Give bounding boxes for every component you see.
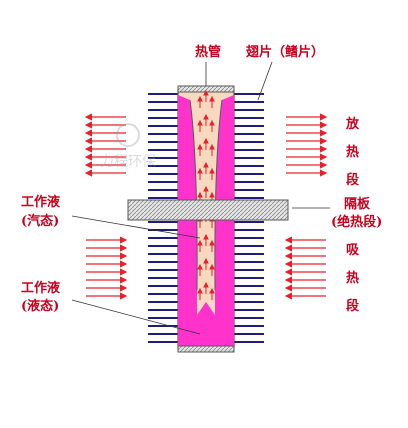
working-fluid-vapor-label: 工作液 [21,195,61,210]
arrow-up-icon-head [209,119,215,126]
arrow-up-icon-head [203,89,209,96]
arrow-up-icon-head [197,143,203,150]
arrow-up-icon-head [209,95,215,102]
vapor-flow-arrows [197,89,215,300]
arrow-up-icon-head [203,257,209,264]
arrow-up-icon-head [203,137,209,144]
arrow-up-icon-head [209,143,215,150]
arrow-up-icon-head [203,161,209,168]
arrow-up-icon-head [197,239,203,246]
adiabatic-section-label: (绝热段) [331,215,383,230]
fins [148,93,264,343]
arrow-up-icon-head [197,95,203,102]
arrow-up-icon-head [203,185,209,192]
partition-label: 隔板 [344,197,371,212]
arrow-up-icon-head [209,191,215,198]
arrow-up-icon-head [203,113,209,120]
arrow-up-icon-head [203,281,209,288]
leader-lines [71,61,330,335]
arrow-up-icon-head [197,263,203,270]
arrow-up-icon-head [197,191,203,198]
liquid-state-label: (液态) [21,299,60,314]
arrow-up-icon-head [209,287,215,294]
heat-release-section-label: 放 热 段 [346,117,360,188]
working-fluid-liquid-label: 工作液 [21,281,61,296]
svg-text:力程环保: 力程环保 [100,154,156,170]
liquid-layer [178,95,234,348]
arrow-up-icon-head [197,167,203,174]
heat-pipe-label: 热管 [195,45,222,60]
bottom-cap [177,345,235,353]
arrow-up-icon-head [197,119,203,126]
arrow-up-icon-head [209,263,215,270]
partition-plate [127,199,289,221]
heat-flow-arrows [84,113,328,300]
fins-label: 翅片（鳍片） [246,45,325,60]
arrow-up-icon-head [203,233,209,240]
heat-absorb-section-label: 吸 热 段 [346,243,360,314]
arrow-up-icon-head [209,167,215,174]
arrow-up-icon-head [197,287,203,294]
arrow-up-icon-head [209,239,215,246]
watermark: 力程环保 [100,123,156,170]
vapor-state-label: (汽态) [21,214,60,229]
